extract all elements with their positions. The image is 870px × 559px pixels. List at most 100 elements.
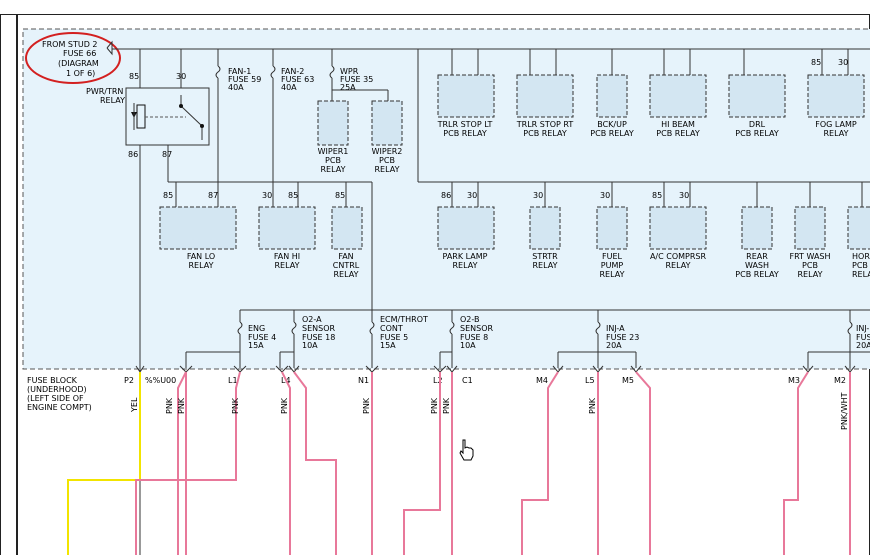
strtr-line-1: STRTR — [532, 252, 558, 261]
conn-m3: M3 — [788, 376, 800, 385]
conn-c1: C1 — [462, 376, 473, 385]
fuel-line-3: RELAY — [600, 270, 625, 279]
fuse-wpr: WPR FUSE 35 25A — [329, 65, 389, 101]
lower-fuse-bus — [185, 309, 870, 368]
fan-relays: 85 87 FAN LO RELAY 30 85 FAN HI RELAY 85… — [159, 182, 363, 279]
fan-cntrl-pin-85: 85 — [335, 191, 345, 200]
pwr-relay-label-2: RELAY — [100, 96, 125, 105]
trlr-stop-lt-line-2: PCB RELAY — [443, 129, 487, 138]
o2a-line-1: O2-A — [302, 315, 322, 324]
injb-line-3: 20A — [856, 341, 870, 350]
rear-wash-line-2: WASH — [745, 261, 769, 270]
conn-m4: M4 — [536, 376, 548, 385]
wire-label-pnk-8: PNK — [588, 397, 597, 414]
horn-line-2: PCB — [852, 261, 868, 270]
bckup-line-1: BCK/UP — [597, 120, 627, 129]
eng-fuse-line-3: 15A — [248, 341, 264, 350]
conn-n1: N1 — [358, 376, 369, 385]
conn-l1: L1 — [228, 376, 238, 385]
wire-label-yel: YEL — [130, 397, 139, 413]
ecm-line-4: 15A — [380, 341, 396, 350]
wiper2-line-2: PCB — [379, 156, 395, 165]
source-line-4: 1 OF 6) — [66, 69, 95, 78]
pwr-pin-30: 30 — [176, 72, 186, 81]
trlr-stop-rt-line-2: PCB RELAY — [523, 129, 567, 138]
conn-l5: L5 — [585, 376, 595, 385]
eng-fuse-line-1: ENG — [248, 324, 265, 333]
fuse-fan-1-line-1: FAN-1 — [228, 67, 251, 76]
injb-line-2: FUSE — [856, 333, 870, 342]
fog-pin-85: 85 — [811, 58, 821, 67]
conn-u00: %%U00 — [145, 376, 176, 385]
ac-pin-85: 85 — [652, 191, 662, 200]
source-line-1: FROM STUD 2 — [42, 40, 98, 49]
hi-beam-line-2: PCB RELAY — [656, 129, 700, 138]
hi-beam-line-1: HI BEAM — [661, 120, 695, 129]
fog-lamp-line-2: RELAY — [824, 129, 849, 138]
block-label-3: (LEFT SIDE OF — [27, 394, 84, 403]
top-right-relays: TRLR STOP LT PCB RELAY TRLR STOP RT PCB … — [437, 49, 865, 138]
park-line-1: PARK LAMP — [443, 252, 488, 261]
fan-hi-line-2: RELAY — [275, 261, 300, 270]
wire-label-pnk-1: PNK — [165, 397, 174, 414]
ecm-line-2: CONT — [380, 324, 403, 333]
hand-cursor-icon — [459, 439, 474, 461]
conn-m5: M5 — [622, 376, 634, 385]
source-line-3: (DIAGRAM — [58, 59, 99, 68]
inja-line-2: FUSE 23 — [606, 333, 639, 342]
fuse-fan-1-line-3: 40A — [228, 83, 244, 92]
block-label: FUSE BLOCK (UNDERHOOD) (LEFT SIDE OF ENG… — [27, 376, 92, 412]
fan-lo-pin-85: 85 — [163, 191, 173, 200]
fuse-fan-2-line-1: FAN-2 — [281, 67, 304, 76]
inja-line-3: 20A — [606, 341, 622, 350]
fuse-fan-2-line-2: FUSE 63 — [281, 75, 314, 84]
injb-line-1: INJ- — [856, 324, 869, 333]
o2a-line-2: SENSOR — [302, 324, 335, 333]
wire-color-labels: YEL PNK PNK PNK PNK PNK PNK PNK PNK PNK/… — [130, 392, 849, 430]
fan-cntrl-line-2: CNTRL — [333, 261, 360, 270]
park-pin-30: 30 — [467, 191, 477, 200]
ac-line-1: A/C COMPRSR — [650, 252, 707, 261]
fan-lo-line-2: RELAY — [189, 261, 214, 270]
wiper1-line-1: WIPER1 — [318, 147, 349, 156]
conn-l2: L2 — [433, 376, 443, 385]
inja-line-1: INJ-A — [606, 324, 625, 333]
mid-right-relays: 86 30 PARK LAMP RELAY 30 STRTR RELAY 30 … — [437, 182, 870, 279]
fog-lamp-line-1: FOG LAMP — [815, 120, 857, 129]
o2b-line-1: O2-B — [460, 315, 479, 324]
drl-line-2: PCB RELAY — [735, 129, 779, 138]
o2b-line-3: FUSE 8 — [460, 333, 488, 342]
pwr-relay-label-1: PWR/TRN — [86, 87, 123, 96]
wiper1-relay: WIPER1 PCB RELAY — [317, 100, 349, 174]
fuel-line-1: FUEL — [602, 252, 623, 261]
ac-line-2: RELAY — [666, 261, 691, 270]
ecm-line-3: FUSE 5 — [380, 333, 408, 342]
wiper2-line-1: WIPER2 — [372, 147, 403, 156]
wiper1-line-2: PCB — [325, 156, 341, 165]
fan-hi-pin-85: 85 — [288, 191, 298, 200]
pwr-pin-86: 86 — [128, 150, 138, 159]
horn-line-1: HORN — [852, 252, 870, 261]
wire-label-pnk-7: PNK — [442, 397, 451, 414]
frt-wash-line-1: FRT WASH — [789, 252, 830, 261]
fuse-fan-1-line-2: FUSE 59 — [228, 75, 261, 84]
bckup-line-2: PCB RELAY — [590, 129, 634, 138]
source-line-2: FUSE 66 — [63, 49, 96, 58]
fuse-wpr-line-2: FUSE 35 — [340, 75, 373, 84]
strtr-pin-30: 30 — [533, 191, 543, 200]
pwr-pin-85: 85 — [129, 72, 139, 81]
drl-line-1: DRL — [749, 120, 766, 129]
ac-pin-30: 30 — [679, 191, 689, 200]
pwr-trn-relay: PWR/TRN RELAY 85 30 86 87 — [86, 72, 373, 555]
rear-wash-line-1: REAR — [746, 252, 768, 261]
conn-m2: M2 — [834, 376, 846, 385]
fan-cntrl-line-1: FAN — [338, 252, 353, 261]
rear-wash-line-3: PCB RELAY — [735, 270, 779, 279]
fan-hi-line-1: FAN HI — [274, 252, 300, 261]
wiper2-line-3: RELAY — [375, 165, 400, 174]
trlr-stop-rt-line-1: TRLR STOP RT — [516, 120, 574, 129]
park-line-2: RELAY — [453, 261, 478, 270]
wire-label-pnk-5: PNK — [362, 397, 371, 414]
wiper2-relay: WIPER2 PCB RELAY — [371, 100, 403, 174]
